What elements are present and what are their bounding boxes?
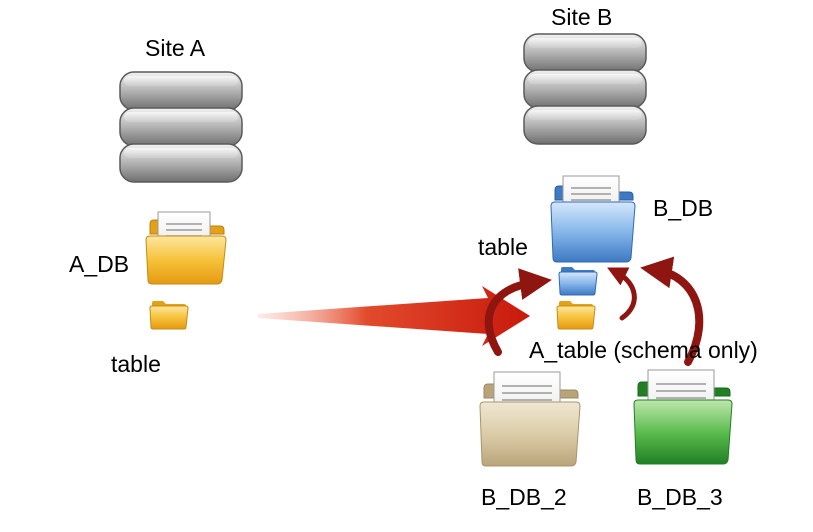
a-table-replica-folder-icon <box>556 301 596 330</box>
site-a-title: Site A <box>145 35 206 61</box>
a-table-label: table <box>111 351 161 377</box>
b-db-label: B_DB <box>653 195 714 221</box>
a-table-folder-icon <box>149 301 189 330</box>
a-db-label: A_DB <box>69 251 130 277</box>
b-db-3-label: B_DB_3 <box>637 484 723 510</box>
site-a-server-icon <box>119 71 243 183</box>
b-db-2-label: B_DB_2 <box>481 484 567 510</box>
site-b-title: Site B <box>551 4 613 30</box>
b-table-label: table <box>478 234 528 260</box>
curved-arrow-icon <box>484 268 552 356</box>
curved-arrow-icon <box>640 256 704 366</box>
transfer-arrow-icon <box>258 286 530 346</box>
b-db-2-folder-icon <box>479 371 581 467</box>
replicated-table-label: A_table (schema only) <box>529 337 758 363</box>
site-b-server-icon <box>523 33 647 145</box>
b-db-3-folder-icon <box>633 369 733 465</box>
a-db-folder-icon <box>145 211 227 285</box>
curved-arrow-icon <box>607 267 637 321</box>
b-table-folder-icon <box>558 267 598 296</box>
b-db-folder-icon <box>550 175 636 263</box>
